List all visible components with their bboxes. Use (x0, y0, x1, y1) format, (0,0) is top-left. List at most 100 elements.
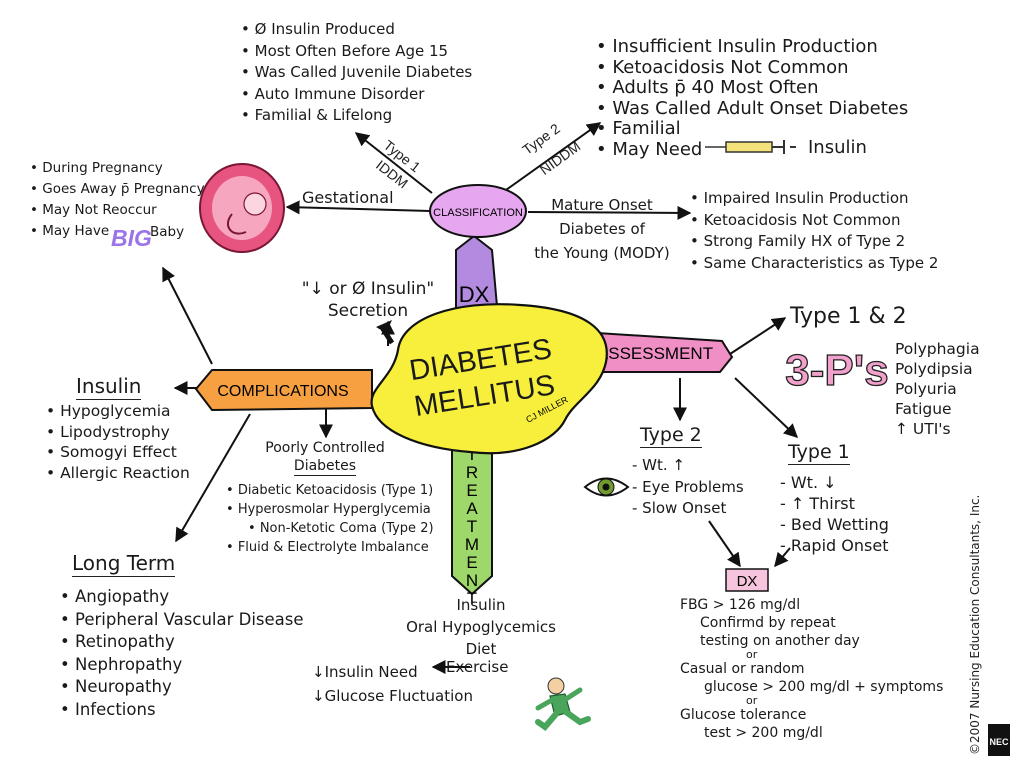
classification-label: CLASSIFICATION (433, 207, 523, 219)
mody-bullet: Ketoacidosis Not Common (690, 210, 938, 232)
longterm-complication: Peripheral Vascular Disease (60, 609, 304, 632)
exercise-effect: ↓Insulin Need (312, 663, 418, 681)
longterm-complication: Angiopathy (60, 586, 304, 609)
assess-type1-item: - ↑ Thirst (780, 494, 855, 513)
copyright-notice: ©2007 Nursing Education Consultants, Inc… (968, 494, 982, 755)
secretion-line-1: "↓ or Ø Insulin" (301, 279, 435, 299)
gestational-label: Gestational (302, 188, 394, 207)
dx-criteria-line: or (746, 648, 758, 661)
treatment-letter-1: T (467, 445, 477, 464)
complications-arm-label: COMPLICATIONS (217, 383, 348, 400)
mody-label: Mature Onset Diabetes of the Young (MODY… (527, 193, 677, 265)
mody-bullet: Impaired Insulin Production (690, 188, 938, 210)
poorly-controlled-item: Hyperosmolar Hyperglycemia (226, 500, 434, 519)
type2-bullet: May Need (596, 139, 908, 161)
longterm-complication: Nephropathy (60, 654, 304, 677)
secretion-arrow (376, 320, 395, 345)
poorly-heading-line-2: Diabetes (293, 458, 357, 476)
treatment-exercise: Exercise (446, 658, 509, 676)
mody-bullets: Impaired Insulin Production Ketoacidosis… (690, 188, 939, 274)
type1-bullet: Ø Insulin Produced (241, 19, 472, 41)
type1-bullet: Familial & Lifelong (241, 105, 472, 127)
symptom-item: ↑ UTI's (895, 420, 951, 438)
assess-type2-heading: Type 2 (640, 424, 702, 448)
dx-criteria-line: or (746, 694, 758, 707)
insulin-complication: Allergic Reaction (46, 463, 190, 484)
longterm-complication: Retinopathy (60, 631, 304, 654)
dx-box-label: DX (737, 573, 758, 590)
gestational-bullets: During Pregnancy Goes Away p̄ Pregnancy … (30, 158, 205, 242)
dx-criteria-line: test > 200 mg/dl (704, 725, 823, 741)
type1-bullet: Most Often Before Age 15 (241, 41, 472, 63)
longterm-complication: Infections (60, 699, 304, 722)
type1-bullet: Auto Immune Disorder (241, 84, 472, 106)
dx-arm-label: DX (459, 282, 490, 307)
dx-criteria-line: testing on another day (700, 633, 860, 649)
assess-type2-item: - Eye Problems (632, 477, 744, 496)
fetus-illustration (199, 163, 285, 253)
treatment-item: Diet (465, 640, 497, 658)
type2-insulin-label: Insulin (808, 137, 867, 158)
arrow-to-longterm (175, 413, 251, 543)
insulin-complication: Lipodystrophy (46, 422, 190, 443)
longterm-heading: Long Term (72, 551, 176, 577)
treatment-letter-6: M (465, 535, 479, 554)
dx-box (725, 568, 769, 592)
poorly-controlled-items: Diabetic Ketoacidosis (Type 1) Hyperosmo… (226, 481, 434, 557)
longterm-complication: Neuropathy (60, 676, 304, 699)
assess-type2-item: - Slow Onset (632, 499, 727, 517)
runner-illustration (535, 677, 591, 732)
dx-criteria-line: Confirmd by repeat (700, 615, 836, 631)
assess-type1-heading: Type 1 (788, 441, 850, 465)
treatment-items: Insulin Oral Hypoglycemics Diet (396, 594, 566, 660)
gestational-bullet: During Pregnancy (30, 158, 205, 179)
assess-type1-items: - Wt. ↓ - ↑ Thirst - Bed Wetting - Rapid… (780, 472, 889, 556)
assess-type1-item: - Bed Wetting (780, 515, 889, 534)
treatment-item: Insulin (456, 596, 506, 614)
type2-bullets: Insufficient Insulin Production Ketoacid… (596, 36, 908, 161)
nec-logo-text: NEC (989, 737, 1009, 747)
symptom-item: Fatigue (895, 400, 952, 418)
treatment-letter-2: R (466, 463, 478, 482)
type1-bullet: Was Called Juvenile Diabetes (241, 62, 473, 84)
treatment-letter-9: T (467, 589, 477, 608)
treatment-letter-4: A (466, 499, 478, 518)
poorly-controlled-item: Fluid & Electrolyte Imbalance (226, 538, 434, 557)
arrow-type1-to-dx (774, 547, 791, 568)
dx-criteria: FBG > 126 mg/dl Confirmd by repeat testi… (680, 596, 943, 742)
type2-bullet: Familial (596, 118, 908, 140)
dx-criteria-line: FBG > 126 mg/dl (680, 597, 801, 613)
assess-type2-items: - Wt. ↑ - Eye Problems - Slow Onset (632, 455, 744, 520)
treatment-letter-7: E (466, 553, 477, 572)
exercise-effects: ↓Insulin Need ↓Glucose Fluctuation (312, 660, 473, 708)
arrow-to-gestational-notes (162, 266, 213, 365)
arrow-to-type2 (505, 122, 602, 191)
eye-icon (583, 477, 630, 497)
central-blob (370, 303, 608, 455)
assess-type1-item: - Wt. ↓ (780, 473, 837, 492)
type2-bullet: Was Called Adult Onset Diabetes (596, 98, 908, 120)
gestational-bullet: May Not Reoccur (30, 200, 205, 221)
dx-criteria-line: Glucose tolerance (680, 707, 807, 723)
assess-type1-item: - Rapid Onset (780, 536, 889, 555)
type1-bullets: Ø Insulin Produced Most Often Before Age… (241, 19, 473, 127)
treatment-letter-3: E (466, 481, 477, 500)
nec-logo (988, 724, 1010, 756)
mody-line: Diabetes of (559, 220, 645, 238)
classification-oval (429, 184, 527, 238)
symptom-item: Polyuria (895, 380, 957, 398)
assessment-arm-label: ASSESSMENT (597, 344, 713, 363)
arrow-to-mody (527, 205, 692, 220)
arrow-to-gestational (285, 200, 431, 215)
type2-bullet: Adults p̄ 40 Most Often (596, 77, 908, 99)
assess-type2-item: - Wt. ↑ (632, 456, 685, 474)
mody-bullet: Strong Family HX of Type 2 (690, 231, 938, 253)
symptom-item: Polyphagia (895, 340, 980, 358)
arrow-to-type1 (354, 132, 433, 194)
secretion-line-2: Secretion (327, 301, 409, 321)
poorly-controlled-item-cont: Non-Ketotic Coma (Type 2) (226, 519, 434, 538)
insulin-complication: Hypoglycemia (46, 401, 190, 422)
insulin-complication: Somogyi Effect (46, 442, 190, 463)
dx-criteria-line: Casual or random (680, 661, 805, 677)
